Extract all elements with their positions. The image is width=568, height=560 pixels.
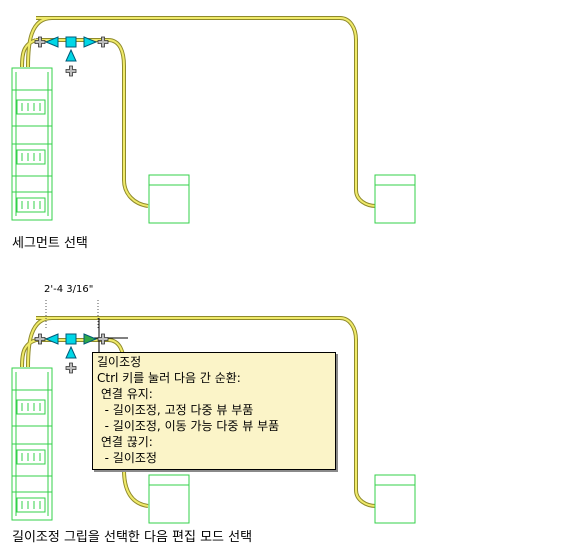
tooltip-line: Ctrl 키를 눌러 다음 간 순환: xyxy=(97,371,241,385)
top-branch-grip[interactable] xyxy=(65,48,77,62)
dimension-lines xyxy=(45,300,99,330)
bottom-end-grip-left[interactable] xyxy=(34,333,46,345)
bottom-conduit-run xyxy=(20,316,377,508)
bottom-location-grip[interactable] xyxy=(65,333,77,345)
top-lengthen-grip-left[interactable] xyxy=(44,36,59,48)
bottom-branch-grip[interactable] xyxy=(65,345,77,359)
top-junction-box-2 xyxy=(374,174,416,224)
bottom-lengthen-grip-selected[interactable] xyxy=(83,333,98,345)
lengthen-tooltip: 길이조정 Ctrl 키를 눌러 다음 간 순환: 연결 유지: - 길이조정, … xyxy=(92,352,336,470)
top-conduit-run xyxy=(20,16,377,208)
bottom-junction-box-1 xyxy=(148,474,190,524)
tooltip-line: - 길이조정, 고정 다중 뷰 부품 xyxy=(97,403,254,417)
tooltip-line: 연결 유지: xyxy=(97,387,153,401)
bottom-junction-box-2 xyxy=(374,474,416,524)
bottom-grips[interactable] xyxy=(34,333,109,374)
tooltip-line: - 길이조정 xyxy=(97,451,157,465)
bottom-end-grip-bottom[interactable] xyxy=(65,362,77,374)
bottom-lengthen-grip-left[interactable] xyxy=(44,333,59,345)
bottom-caption: 길이조정 그립을 선택한 다음 편집 모드 선택 xyxy=(12,530,253,545)
top-end-grip-bottom[interactable] xyxy=(65,65,77,77)
top-junction-box-1 xyxy=(148,174,190,224)
top-grips[interactable] xyxy=(34,36,109,77)
top-lengthen-grip-right[interactable] xyxy=(83,36,98,48)
top-panel-cabinet xyxy=(11,67,53,221)
tooltip-line: 연결 끊기: xyxy=(97,435,153,449)
top-caption: 세그먼트 선택 xyxy=(12,236,88,251)
bottom-panel-cabinet xyxy=(11,367,53,521)
dimension-label: 2'-4 3/16" xyxy=(44,284,94,295)
tooltip-line: - 길이조정, 이동 가능 다중 뷰 부품 xyxy=(97,419,280,433)
tooltip-title: 길이조정 xyxy=(97,355,142,369)
top-location-grip[interactable] xyxy=(65,36,77,48)
